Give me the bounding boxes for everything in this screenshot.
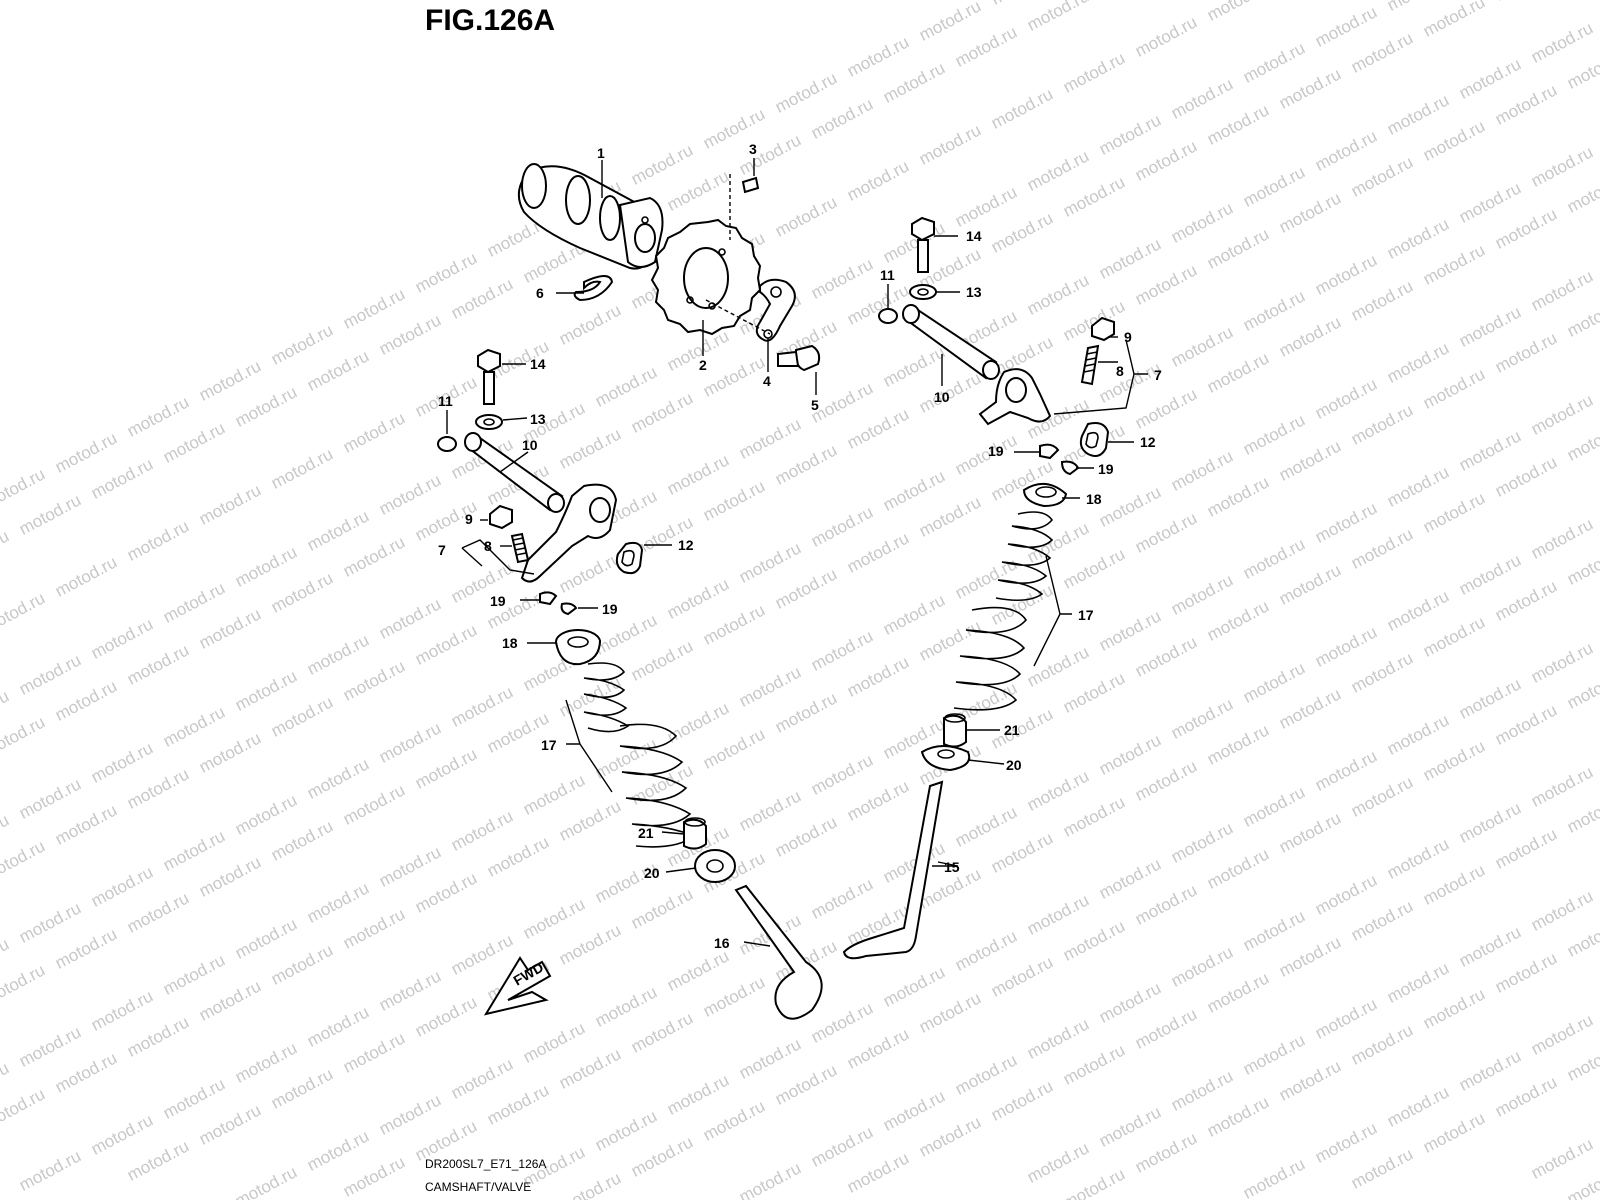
valve-spring-outer-right — [953, 606, 1028, 711]
part-label-4: 4 — [763, 373, 771, 389]
part-label-10-right: 10 — [934, 389, 950, 405]
part-label-17-right: 17 — [1078, 607, 1094, 623]
part-label-6: 6 — [536, 285, 544, 301]
adjust-nut-left — [489, 504, 513, 530]
spring-retainer-right — [1022, 483, 1068, 508]
valve-spring-inner-left — [583, 662, 630, 733]
part-label-5: 5 — [811, 397, 819, 413]
valve-seal-left — [683, 817, 707, 850]
part-label-12-left: 12 — [678, 537, 694, 553]
figure-title: FIG.126A — [425, 4, 556, 37]
part-label-9-left: 9 — [465, 511, 473, 527]
part-label-15: 15 — [944, 859, 960, 875]
part-label-1: 1 — [597, 145, 605, 161]
rocker-bolt-right — [911, 216, 935, 273]
dowel-pin — [729, 174, 760, 240]
part-label-18-left: 18 — [502, 635, 518, 651]
o-ring-left — [437, 436, 457, 452]
part-label-20-right: 20 — [1006, 757, 1022, 773]
part-label-12-right: 12 — [1140, 434, 1156, 450]
leader-lines — [446, 158, 1148, 947]
part-label-21-left: 21 — [638, 825, 654, 841]
part-label-10-left: 10 — [522, 437, 538, 453]
part-label-8-right: 8 — [1116, 363, 1124, 379]
part-label-9-right: 9 — [1124, 329, 1132, 345]
exhaust-valve-right — [842, 780, 944, 960]
part-labels: 1 2 3 4 5 6 7 8 9 10 11 12 13 14 15 16 1… — [438, 141, 1162, 951]
figure-caption: CAMSHAFT/VALVE — [425, 1180, 532, 1194]
cam-sprocket — [650, 218, 762, 336]
part-label-7-right: 7 — [1154, 367, 1162, 383]
part-label-16: 16 — [714, 935, 730, 951]
part-label-19-right-b: 19 — [1098, 461, 1114, 477]
rocker-shaft-left — [464, 432, 565, 513]
valve-spring-outer-left — [619, 723, 696, 848]
model-code: DR200SL7_E71_126A — [425, 1157, 547, 1171]
part-label-11-left: 11 — [438, 393, 453, 409]
part-label-13-right: 13 — [966, 284, 982, 300]
washer-left — [475, 414, 503, 430]
o-ring-right — [878, 308, 898, 324]
part-label-2: 2 — [699, 357, 707, 373]
cam-chain-plate — [705, 278, 796, 342]
part-label-18-right: 18 — [1086, 491, 1102, 507]
rocker-bolt-left — [477, 348, 501, 405]
part-label-11-right: 11 — [880, 267, 895, 283]
rocker-shaft-right — [902, 304, 1000, 380]
part-label-17-left: 17 — [541, 737, 557, 753]
part-label-19-right-a: 19 — [988, 443, 1004, 459]
valve-spring-inner-right — [995, 511, 1054, 602]
part-label-20-left: 20 — [644, 865, 660, 881]
part-label-19-left-a: 19 — [490, 593, 506, 609]
part-label-3: 3 — [749, 141, 757, 157]
spring-retainer-left — [555, 629, 601, 666]
adjust-nut-right — [1091, 316, 1115, 342]
part-label-7-left: 7 — [438, 542, 446, 558]
cam-circlip — [573, 275, 614, 302]
valve-seal-right — [943, 713, 967, 748]
part-label-13-left: 13 — [530, 411, 546, 427]
adjust-screw-left — [510, 532, 530, 564]
gasket-left — [615, 541, 644, 575]
rocker-arm-left — [520, 483, 618, 583]
rocker-arm-right — [978, 368, 1052, 426]
washer-right — [909, 284, 937, 300]
part-label-21-right: 21 — [1004, 722, 1020, 738]
adjust-screw-right — [1080, 344, 1100, 386]
spring-seat-left — [694, 849, 736, 883]
part-label-8-left: 8 — [484, 538, 492, 554]
cotter-left — [539, 591, 578, 616]
part-label-14-right: 14 — [966, 228, 982, 244]
intake-valve-left — [734, 884, 823, 1020]
part-label-14-left: 14 — [530, 356, 546, 372]
fwd-arrow: FWD — [483, 956, 552, 1016]
camshaft — [517, 163, 664, 270]
spring-seat-right — [920, 745, 971, 772]
cotter-right — [1039, 443, 1080, 476]
part-label-19-left-b: 19 — [602, 601, 618, 617]
gasket-right — [1079, 422, 1110, 457]
sprocket-bolt — [777, 344, 821, 372]
